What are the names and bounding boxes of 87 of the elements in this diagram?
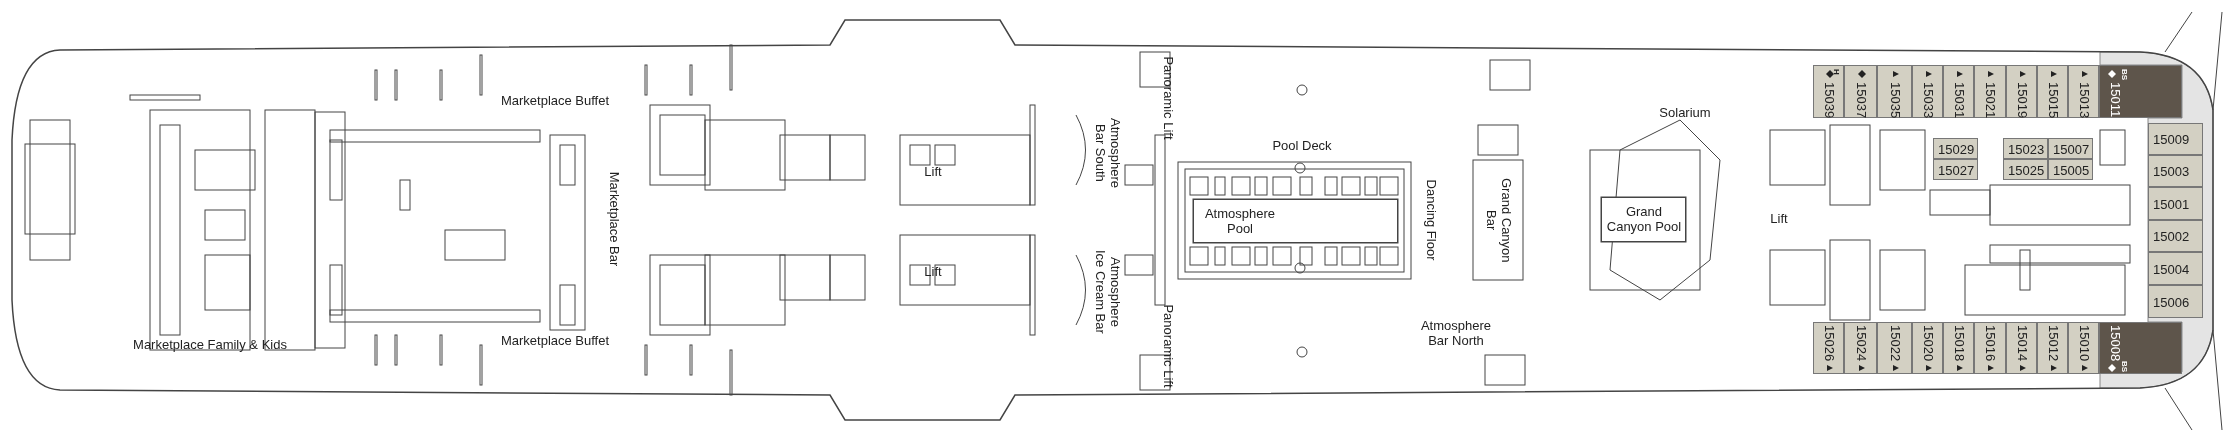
cabin-box bbox=[2003, 138, 2048, 159]
cabin-box bbox=[2068, 65, 2099, 118]
cabin-number: 15007 bbox=[2053, 142, 2090, 157]
cabin-number: 15016 bbox=[1983, 325, 1997, 362]
cabin-box bbox=[1933, 159, 1978, 180]
cabin-number: 15013 bbox=[2076, 82, 2091, 119]
pool-name: Grand Canyon Pool bbox=[1605, 204, 1683, 234]
cabin-box bbox=[2148, 155, 2203, 187]
area-label: Marketplace Family & Kids bbox=[132, 336, 288, 352]
cabin-number: 15004 bbox=[2153, 262, 2190, 277]
cabin-box bbox=[1813, 65, 1844, 118]
cabin-box bbox=[2099, 65, 2182, 118]
area-label: Panoramic Lift bbox=[1160, 56, 1176, 140]
cabin-box bbox=[1912, 322, 1943, 374]
cabin-box bbox=[2068, 322, 2099, 374]
area-label: Atmosphere Bar North bbox=[1419, 318, 1493, 348]
cabin-box bbox=[2148, 187, 2203, 220]
cabin-number: 15022 bbox=[1887, 325, 1902, 362]
area-label: Dancing Floor bbox=[1423, 179, 1439, 261]
cabin-number: 15019 bbox=[2014, 82, 2029, 119]
area-label: Panoramic Lift bbox=[1160, 304, 1176, 388]
cabin-number: 15039 bbox=[1821, 82, 1836, 119]
cabin-box bbox=[1844, 322, 1877, 374]
cabin-number: 15035 bbox=[1887, 82, 1902, 119]
cabin-number: 15008 bbox=[2108, 325, 2122, 362]
cabin-box bbox=[2148, 252, 2203, 285]
cabin-code: BS bbox=[2120, 361, 2129, 373]
area-label: Marketplace Buffet bbox=[499, 332, 611, 348]
pool-outline bbox=[1601, 197, 1686, 242]
area-label: Marketplace Bar bbox=[606, 171, 622, 267]
cabin-number: 15014 bbox=[2014, 325, 2029, 362]
cabin-box bbox=[2099, 322, 2182, 374]
cabin-code: H bbox=[1832, 69, 1841, 75]
cabin-box bbox=[1877, 65, 1912, 118]
cabin-box bbox=[1943, 65, 1974, 118]
cabin-number: 15018 bbox=[1951, 325, 1966, 362]
cabin-number: 15033 bbox=[1920, 82, 1935, 119]
cabin-box bbox=[1813, 322, 1844, 374]
cabin-box bbox=[2037, 322, 2068, 374]
cabin-number: 15026 bbox=[1821, 325, 1836, 362]
area-label: Pool Deck bbox=[1271, 137, 1333, 153]
cabin-box bbox=[2148, 285, 2203, 318]
cabin-box bbox=[1943, 322, 1974, 374]
cabin-box bbox=[2006, 322, 2037, 374]
cabin-number: 15029 bbox=[1938, 142, 1975, 157]
pool-name: Atmosphere Pool bbox=[1203, 206, 1277, 236]
cabin-box bbox=[1974, 322, 2006, 374]
cabin-number: 15005 bbox=[2053, 163, 2090, 178]
cabin-number: 15010 bbox=[2076, 325, 2091, 362]
cabin-number: 15001 bbox=[2153, 197, 2190, 212]
cabin-box bbox=[2006, 65, 2037, 118]
area-label: Grand Canyon Bar bbox=[1484, 176, 1514, 265]
cabin-number: 15024 bbox=[1853, 325, 1868, 362]
cabin-number: 15012 bbox=[2045, 325, 2060, 362]
cabin-box bbox=[2048, 138, 2093, 159]
cabin-number: 15003 bbox=[2153, 165, 2190, 179]
cabin-code: BS bbox=[2120, 69, 2129, 81]
area-label: Solarium bbox=[1658, 104, 1712, 120]
area-label: Lift bbox=[1769, 210, 1789, 226]
area-label: Marketplace Buffet bbox=[499, 92, 611, 108]
area-label: Lift bbox=[923, 263, 943, 279]
cabin-number: 15006 bbox=[2153, 295, 2190, 310]
cabin-box bbox=[1933, 138, 1978, 159]
cabin-box bbox=[1844, 65, 1877, 118]
pool-outline bbox=[1193, 199, 1398, 243]
cabin-number: 15037 bbox=[1853, 82, 1868, 119]
cabin-number: 15020 bbox=[1920, 325, 1935, 362]
cabin-box bbox=[2148, 220, 2203, 252]
cabin-number: 15023 bbox=[2008, 142, 2045, 157]
cabin-number: 15021 bbox=[1983, 82, 1997, 119]
cabin-number: 15027 bbox=[1938, 163, 1975, 178]
cabin-box bbox=[2037, 65, 2068, 118]
cabin-number: 15002 bbox=[2153, 230, 2190, 244]
cabin-box bbox=[2148, 123, 2203, 155]
cabin-box bbox=[2048, 159, 2093, 180]
cabin-box bbox=[1912, 65, 1943, 118]
cabin-number: 15031 bbox=[1951, 82, 1966, 119]
area-label: Atmosphere Ice Cream Bar bbox=[1093, 249, 1123, 336]
area-label: Atmosphere Bar South bbox=[1093, 116, 1123, 191]
cabin-box bbox=[2003, 159, 2048, 180]
cabin-number: 15015 bbox=[2045, 82, 2060, 119]
cabin-number: 15011 bbox=[2108, 82, 2122, 118]
area-label: Lift bbox=[923, 163, 943, 179]
cabin-box bbox=[1877, 322, 1912, 374]
cabin-number: 15009 bbox=[2153, 133, 2190, 147]
cabin-number: 15025 bbox=[2008, 163, 2045, 178]
cabin-box bbox=[1974, 65, 2006, 118]
